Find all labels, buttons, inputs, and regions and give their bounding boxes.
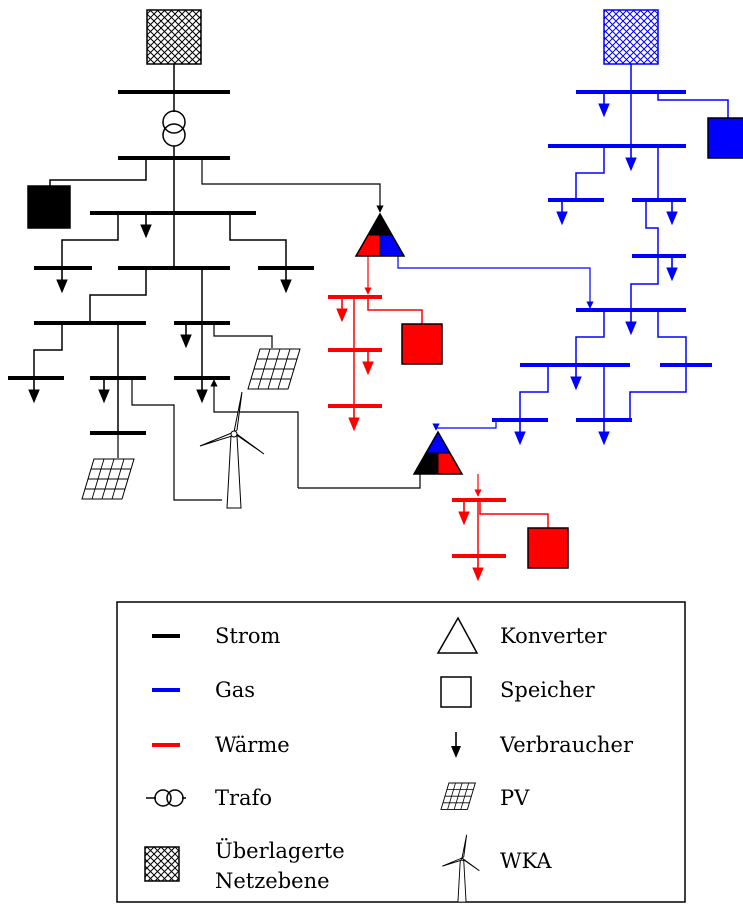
strom-network (8, 9, 421, 509)
gas-network (397, 9, 743, 445)
waerme-network-1 (328, 256, 443, 431)
speicher-icon (440, 676, 472, 708)
external-grid-strom (146, 9, 202, 65)
legend-label-konverter: Konverter (500, 624, 607, 648)
verbraucher-icon (451, 732, 461, 758)
legend-item-verbraucher: Verbraucher (451, 732, 634, 758)
waerme-network-2 (452, 474, 569, 581)
storage-waerme (401, 323, 443, 365)
trafo-symbol (162, 110, 186, 147)
pv-icon (440, 782, 476, 810)
legend-item-strom: Strom (152, 624, 281, 648)
legend-label-trafo: Trafo (215, 786, 272, 810)
legend-label-speicher: Speicher (500, 678, 596, 702)
legend-item-waerme: Wärme (152, 733, 290, 757)
external-grid-gas (603, 9, 659, 65)
trafo-icon (146, 789, 186, 807)
konverter-icon (436, 616, 479, 654)
legend-item-konverter: Konverter (436, 616, 607, 654)
legend-item-speicher: Speicher (440, 676, 596, 708)
legend-item-trafo: Trafo (146, 786, 272, 810)
legend-label-gas: Gas (215, 678, 255, 702)
converter-1 (354, 212, 406, 257)
legend-label-strom: Strom (215, 624, 281, 648)
legend-label-verbraucher: Verbraucher (499, 733, 634, 757)
pv-panel (247, 348, 301, 390)
legend-item-gas: Gas (152, 678, 255, 702)
legend-label-pv: PV (500, 786, 530, 810)
legend-label-ueberlagerte-2: Netzebene (215, 869, 330, 893)
legend-label-wka: WKA (500, 849, 552, 873)
external-grid-icon (144, 846, 180, 882)
storage-gas (707, 117, 743, 159)
legend-item-wka: WKA (442, 834, 552, 903)
pv-panel (81, 458, 135, 500)
legend-item-pv: PV (440, 782, 530, 810)
wka-icon (442, 834, 480, 903)
wind-turbine (199, 391, 265, 509)
legend-label-ueberlagerte-1: Überlagerte (215, 838, 345, 863)
legend-item-ueberlagerte-netzebene: Überlagerte Netzebene (144, 838, 345, 893)
storage-waerme (527, 527, 569, 569)
storage-strom (27, 185, 71, 229)
converter-2 (412, 430, 464, 475)
legend-label-waerme: Wärme (215, 733, 290, 757)
legend: Strom Gas Wärme Trafo Überlagerte Netzeb… (116, 601, 686, 903)
